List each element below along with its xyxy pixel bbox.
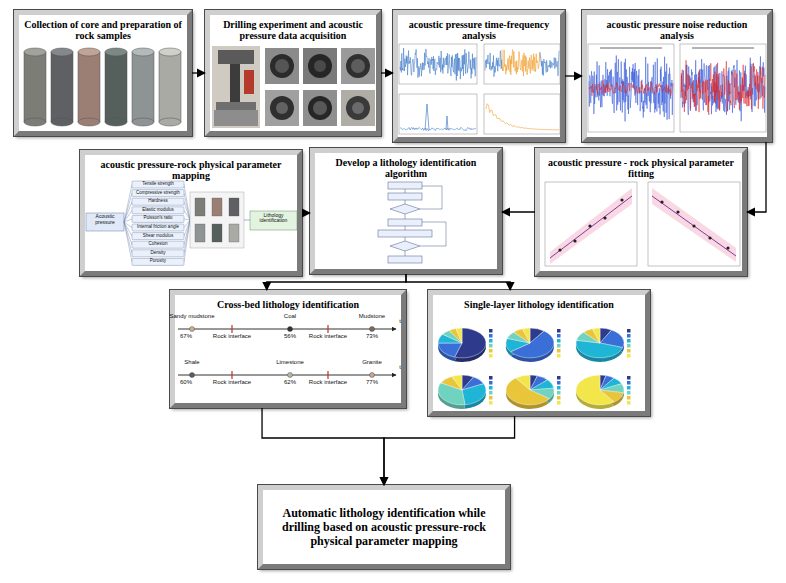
- annotation-label: 77%: [366, 379, 378, 386]
- algorithm-flowchart: [378, 182, 446, 263]
- annotation-label: t: [399, 318, 401, 325]
- process-box: Drilling experiment and acoustic pressur…: [205, 10, 381, 136]
- process-box: Single-layer lithology identification: [428, 290, 650, 416]
- flow-arrow: [192, 72, 205, 73]
- flow-arrow: [381, 72, 393, 73]
- annotation-label: Porosity: [150, 259, 166, 264]
- process-box: acoustic pressure-rock physical paramete…: [80, 150, 302, 276]
- box-title: acoustic pressure-rock physical paramete…: [85, 155, 297, 181]
- drilling-photos: [212, 46, 375, 128]
- process-box: acoustic pressure time-frequency analysi…: [393, 10, 565, 142]
- result-box: Automatic lithology identification while…: [258, 485, 510, 569]
- process-box: Collection of core and preparation of ro…: [14, 10, 192, 136]
- lithology-timelines: [178, 325, 396, 379]
- annotation-label: Acoustic pressure: [87, 214, 123, 225]
- annotation-label: Limestone: [276, 359, 304, 366]
- annotation-label: 67%: [180, 333, 192, 340]
- annotation-label: Shear modulus: [143, 234, 173, 239]
- box-title: Cross-bed lithology identification: [212, 295, 364, 310]
- annotation-label: 60%: [180, 379, 192, 386]
- connector-layer: [192, 73, 766, 485]
- box-title: Drilling experiment and acoustic pressur…: [210, 15, 376, 41]
- flow-arrow: [406, 274, 510, 290]
- annotation-label: Rock interface: [309, 333, 347, 340]
- process-box: acoustic pressure noise reduction analys…: [582, 10, 772, 142]
- annotation-label: Poisson's ratio: [143, 216, 172, 221]
- annotation-label: Compressive strength: [136, 191, 180, 196]
- flow-arrow: [747, 142, 766, 212]
- pie-charts: [438, 328, 631, 409]
- process-box: acoustic pressure - rock physical parame…: [535, 148, 747, 276]
- process-box: Cross-bed lithology identification: [170, 290, 406, 408]
- annotation-label: Rock interface: [213, 333, 251, 340]
- flow-arrow: [502, 211, 535, 212]
- flow-arrow: [262, 408, 384, 485]
- time-frequency-plots: [399, 44, 560, 134]
- mapping-graphic: [86, 181, 297, 265]
- annotation-label: Elastic modulus: [142, 208, 174, 213]
- box-title: Automatic lithology identification while…: [263, 502, 505, 552]
- box-title: Collection of core and preparation of ro…: [19, 15, 187, 41]
- noise-reduction-plots: [588, 44, 766, 132]
- annotation-label: Density: [150, 251, 165, 256]
- annotation-label: Hardness: [148, 199, 167, 204]
- annotation-label: 62%: [284, 379, 296, 386]
- annotation-label: t: [399, 364, 401, 371]
- process-box: Develop a lithology identification algor…: [310, 148, 502, 274]
- annotation-label: Sandy mudstone: [169, 313, 214, 320]
- flow-arrow: [565, 75, 582, 76]
- annotation-label: Mudstone: [359, 313, 385, 320]
- flow-arrow: [384, 416, 515, 485]
- box-title: acoustic pressure time-frequency analysi…: [398, 15, 560, 41]
- annotation-label: Rock interface: [213, 379, 251, 386]
- flow-arrow: [267, 274, 406, 290]
- box-title: acoustic pressure noise reduction analys…: [587, 15, 767, 41]
- fitting-plots: [545, 182, 740, 266]
- annotation-label: Coal: [284, 313, 296, 320]
- annotation-label: Tensile strength: [142, 182, 174, 187]
- annotation-label: Rock interface: [309, 379, 347, 386]
- annotation-label: Cohesion: [148, 242, 167, 247]
- rock-cylinders: [24, 48, 181, 126]
- flow-arrow: [302, 212, 310, 213]
- box-title: Single-layer lithology identification: [459, 295, 619, 310]
- box-title: Develop a lithology identification algor…: [315, 153, 497, 179]
- box-title: acoustic pressure - rock physical parame…: [540, 153, 742, 179]
- annotation-label: Granite: [362, 359, 382, 366]
- annotation-label: Internal friction angle: [137, 225, 179, 230]
- annotation-label: 56%: [284, 333, 296, 340]
- annotation-label: 73%: [366, 333, 378, 340]
- annotation-label: Shale: [184, 359, 199, 366]
- annotation-label: Lithology identification: [252, 213, 296, 224]
